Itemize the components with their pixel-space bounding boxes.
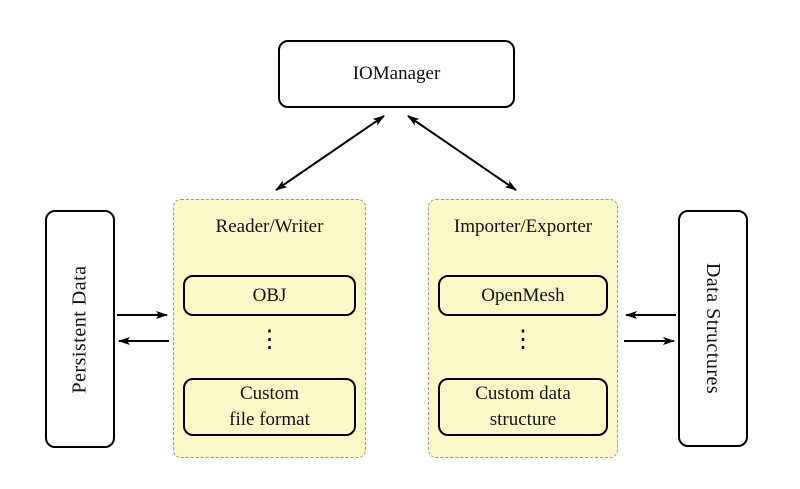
data-structures-box: Data Structures (678, 210, 748, 447)
reader-writer-ellipsis: ⋮ (257, 327, 282, 353)
importer-exporter-panel: Importer/Exporter OpenMesh ⋮ Custom data… (428, 199, 618, 458)
openmesh-box: OpenMesh (438, 275, 608, 316)
arrow-iomanager-importer-exporter (407, 115, 517, 191)
custom-data-structure-label: Custom data structure (475, 383, 571, 430)
custom-data-structure-box: Custom data structure (438, 378, 608, 436)
obj-label: OBJ (252, 284, 287, 306)
importer-exporter-ellipsis: ⋮ (511, 327, 535, 353)
custom-file-format-label: Custom file format (229, 383, 310, 430)
iomanager-label: IOManager (352, 63, 441, 84)
obj-box: OBJ (183, 275, 356, 316)
persistent-data-label: Persistent Data (68, 264, 91, 394)
reader-writer-panel: Reader/Writer OBJ ⋮ Custom file format (173, 199, 366, 458)
data-structures-label: Data Structures (702, 262, 725, 395)
arrow-iomanager-reader-writer (275, 115, 385, 191)
openmesh-label: OpenMesh (481, 284, 565, 306)
persistent-data-box: Persistent Data (45, 210, 115, 448)
importer-exporter-title: Importer/Exporter (453, 216, 593, 237)
reader-writer-title: Reader/Writer (215, 216, 324, 237)
custom-file-format-box: Custom file format (183, 378, 356, 436)
iomanager-box: IOManager (278, 40, 515, 108)
